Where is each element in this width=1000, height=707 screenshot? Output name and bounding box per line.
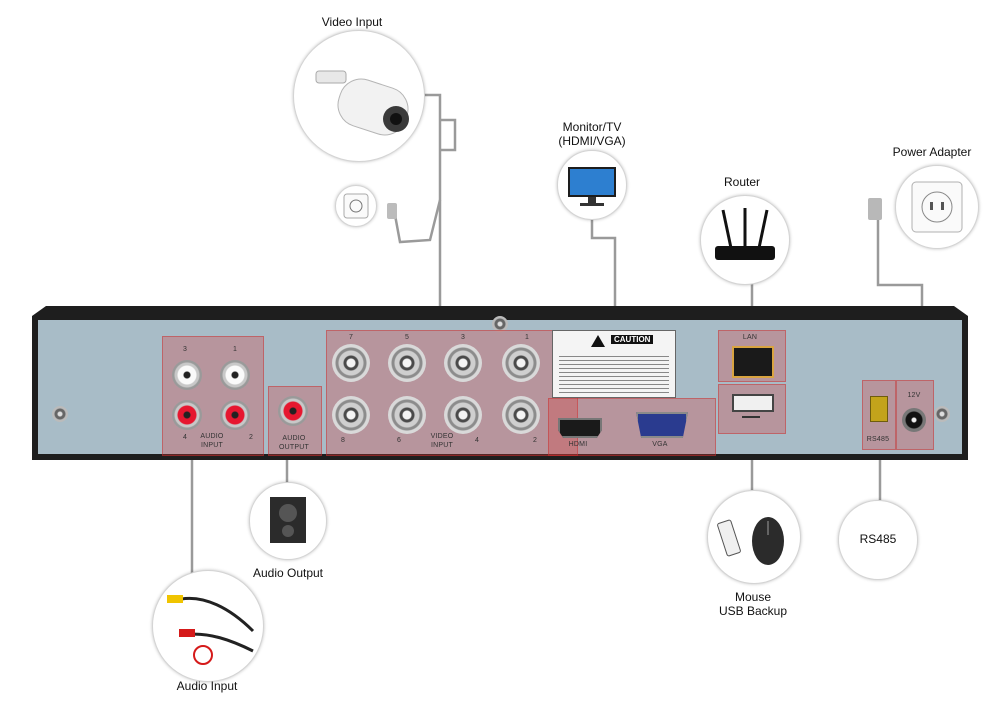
video-bnc-5[interactable] — [388, 344, 426, 382]
video-bnc-1[interactable] — [502, 344, 540, 382]
monitor-label-line1: Monitor/TV — [562, 120, 622, 134]
camera-adapter-plug — [387, 203, 397, 219]
video-input-label-line1: VIDEO — [430, 433, 454, 440]
rs485-terminal[interactable] — [870, 396, 888, 422]
power-socket-icon — [911, 181, 963, 233]
audio-input-jack-4[interactable] — [172, 400, 202, 430]
router-icon — [715, 208, 775, 260]
video-num-bottom-2: 6 — [396, 437, 402, 444]
video-bnc-4[interactable] — [444, 396, 482, 434]
power-socket-icon — [343, 193, 369, 219]
audio-input-jack-2[interactable] — [220, 400, 250, 430]
rs485-small-label: RS485 — [866, 436, 890, 443]
video-num-top-2: 5 — [404, 334, 410, 341]
video-num-bottom-4: 2 — [532, 437, 538, 444]
chassis-screw-top — [492, 316, 508, 332]
video-num-bottom-1: 8 — [340, 437, 346, 444]
router-device — [700, 195, 790, 285]
hdmi-port[interactable] — [558, 418, 602, 438]
usb-port[interactable] — [732, 394, 774, 412]
audio-input-num-top-left: 3 — [182, 346, 188, 353]
audio-input-label: Audio Input — [176, 679, 238, 693]
hdmi-label: HDMI — [568, 441, 588, 448]
audio-input-label-line1: AUDIO — [200, 433, 224, 440]
video-num-top-3: 3 — [460, 334, 466, 341]
usb-symbol-icon — [742, 416, 760, 418]
lan-port[interactable] — [732, 346, 774, 378]
audio-cable-device — [152, 570, 264, 682]
speaker-icon — [270, 497, 306, 543]
rca-cable-icon — [167, 595, 255, 665]
audio-input-num-bottom-left: 4 — [182, 434, 188, 441]
camera-power-socket — [335, 185, 377, 227]
audio-output-label-line2: OUTPUT — [279, 444, 309, 451]
bullet-camera-icon — [315, 70, 409, 136]
camera-device — [293, 30, 425, 162]
chassis-screw-left — [52, 406, 68, 422]
mouse-label: Mouse — [734, 590, 772, 604]
mouse-usb-icon — [717, 517, 784, 565]
video-input-label-line2: INPUT — [431, 442, 453, 449]
warning-triangle-icon — [591, 335, 605, 347]
audio-input-num-bottom-right: 2 — [248, 434, 254, 441]
vga-label: VGA — [652, 441, 668, 448]
video-num-top-1: 7 — [348, 334, 354, 341]
caution-sticker: CAUTION — [552, 330, 676, 398]
power-small-label: 12V — [907, 392, 921, 399]
video-bnc-6[interactable] — [388, 396, 426, 434]
power-socket-device — [895, 165, 979, 249]
audio-input-jack-1[interactable] — [220, 360, 250, 390]
lan-label: LAN — [742, 334, 758, 341]
mouse-usb-device — [707, 490, 801, 584]
audio-input-num-top-right: 1 — [232, 346, 238, 353]
monitor-icon — [568, 167, 616, 206]
video-num-top-4: 1 — [524, 334, 530, 341]
rs485-label: RS485 — [859, 532, 897, 546]
video-bnc-8[interactable] — [332, 396, 370, 434]
video-bnc-2[interactable] — [502, 396, 540, 434]
audio-output-jack[interactable] — [278, 396, 308, 426]
caution-text-lines — [559, 353, 669, 393]
dvr-rear-panel: 3 1 4 2 AUDIO INPUT AUDIO OUTPUT 7 5 3 1… — [32, 300, 968, 460]
monitor-device — [557, 150, 627, 220]
caution-title: CAUTION — [611, 335, 654, 344]
audio-input-label-line2: INPUT — [201, 442, 223, 449]
speaker-device — [249, 482, 327, 560]
vga-port[interactable] — [636, 412, 688, 438]
power-adapter-label: Power Adapter — [892, 145, 972, 159]
chassis-screw-right — [934, 406, 950, 422]
video-num-bottom-3: 4 — [474, 437, 480, 444]
video-bnc-3[interactable] — [444, 344, 482, 382]
power-adapter-plug — [868, 198, 882, 220]
monitor-label-line2: (HDMI/VGA) — [558, 134, 626, 148]
audio-output-label: Audio Output — [252, 566, 324, 580]
usb-backup-label: USB Backup — [718, 604, 788, 618]
rs485-highlight — [862, 380, 896, 450]
power-dc-jack[interactable] — [902, 408, 926, 432]
router-label: Router — [723, 175, 761, 189]
video-bnc-7[interactable] — [332, 344, 370, 382]
audio-input-highlight — [162, 336, 264, 456]
rs485-device: RS485 — [838, 500, 918, 580]
audio-output-label-line1: AUDIO — [282, 435, 306, 442]
audio-input-jack-3[interactable] — [172, 360, 202, 390]
video-input-label: Video Input — [321, 15, 383, 29]
